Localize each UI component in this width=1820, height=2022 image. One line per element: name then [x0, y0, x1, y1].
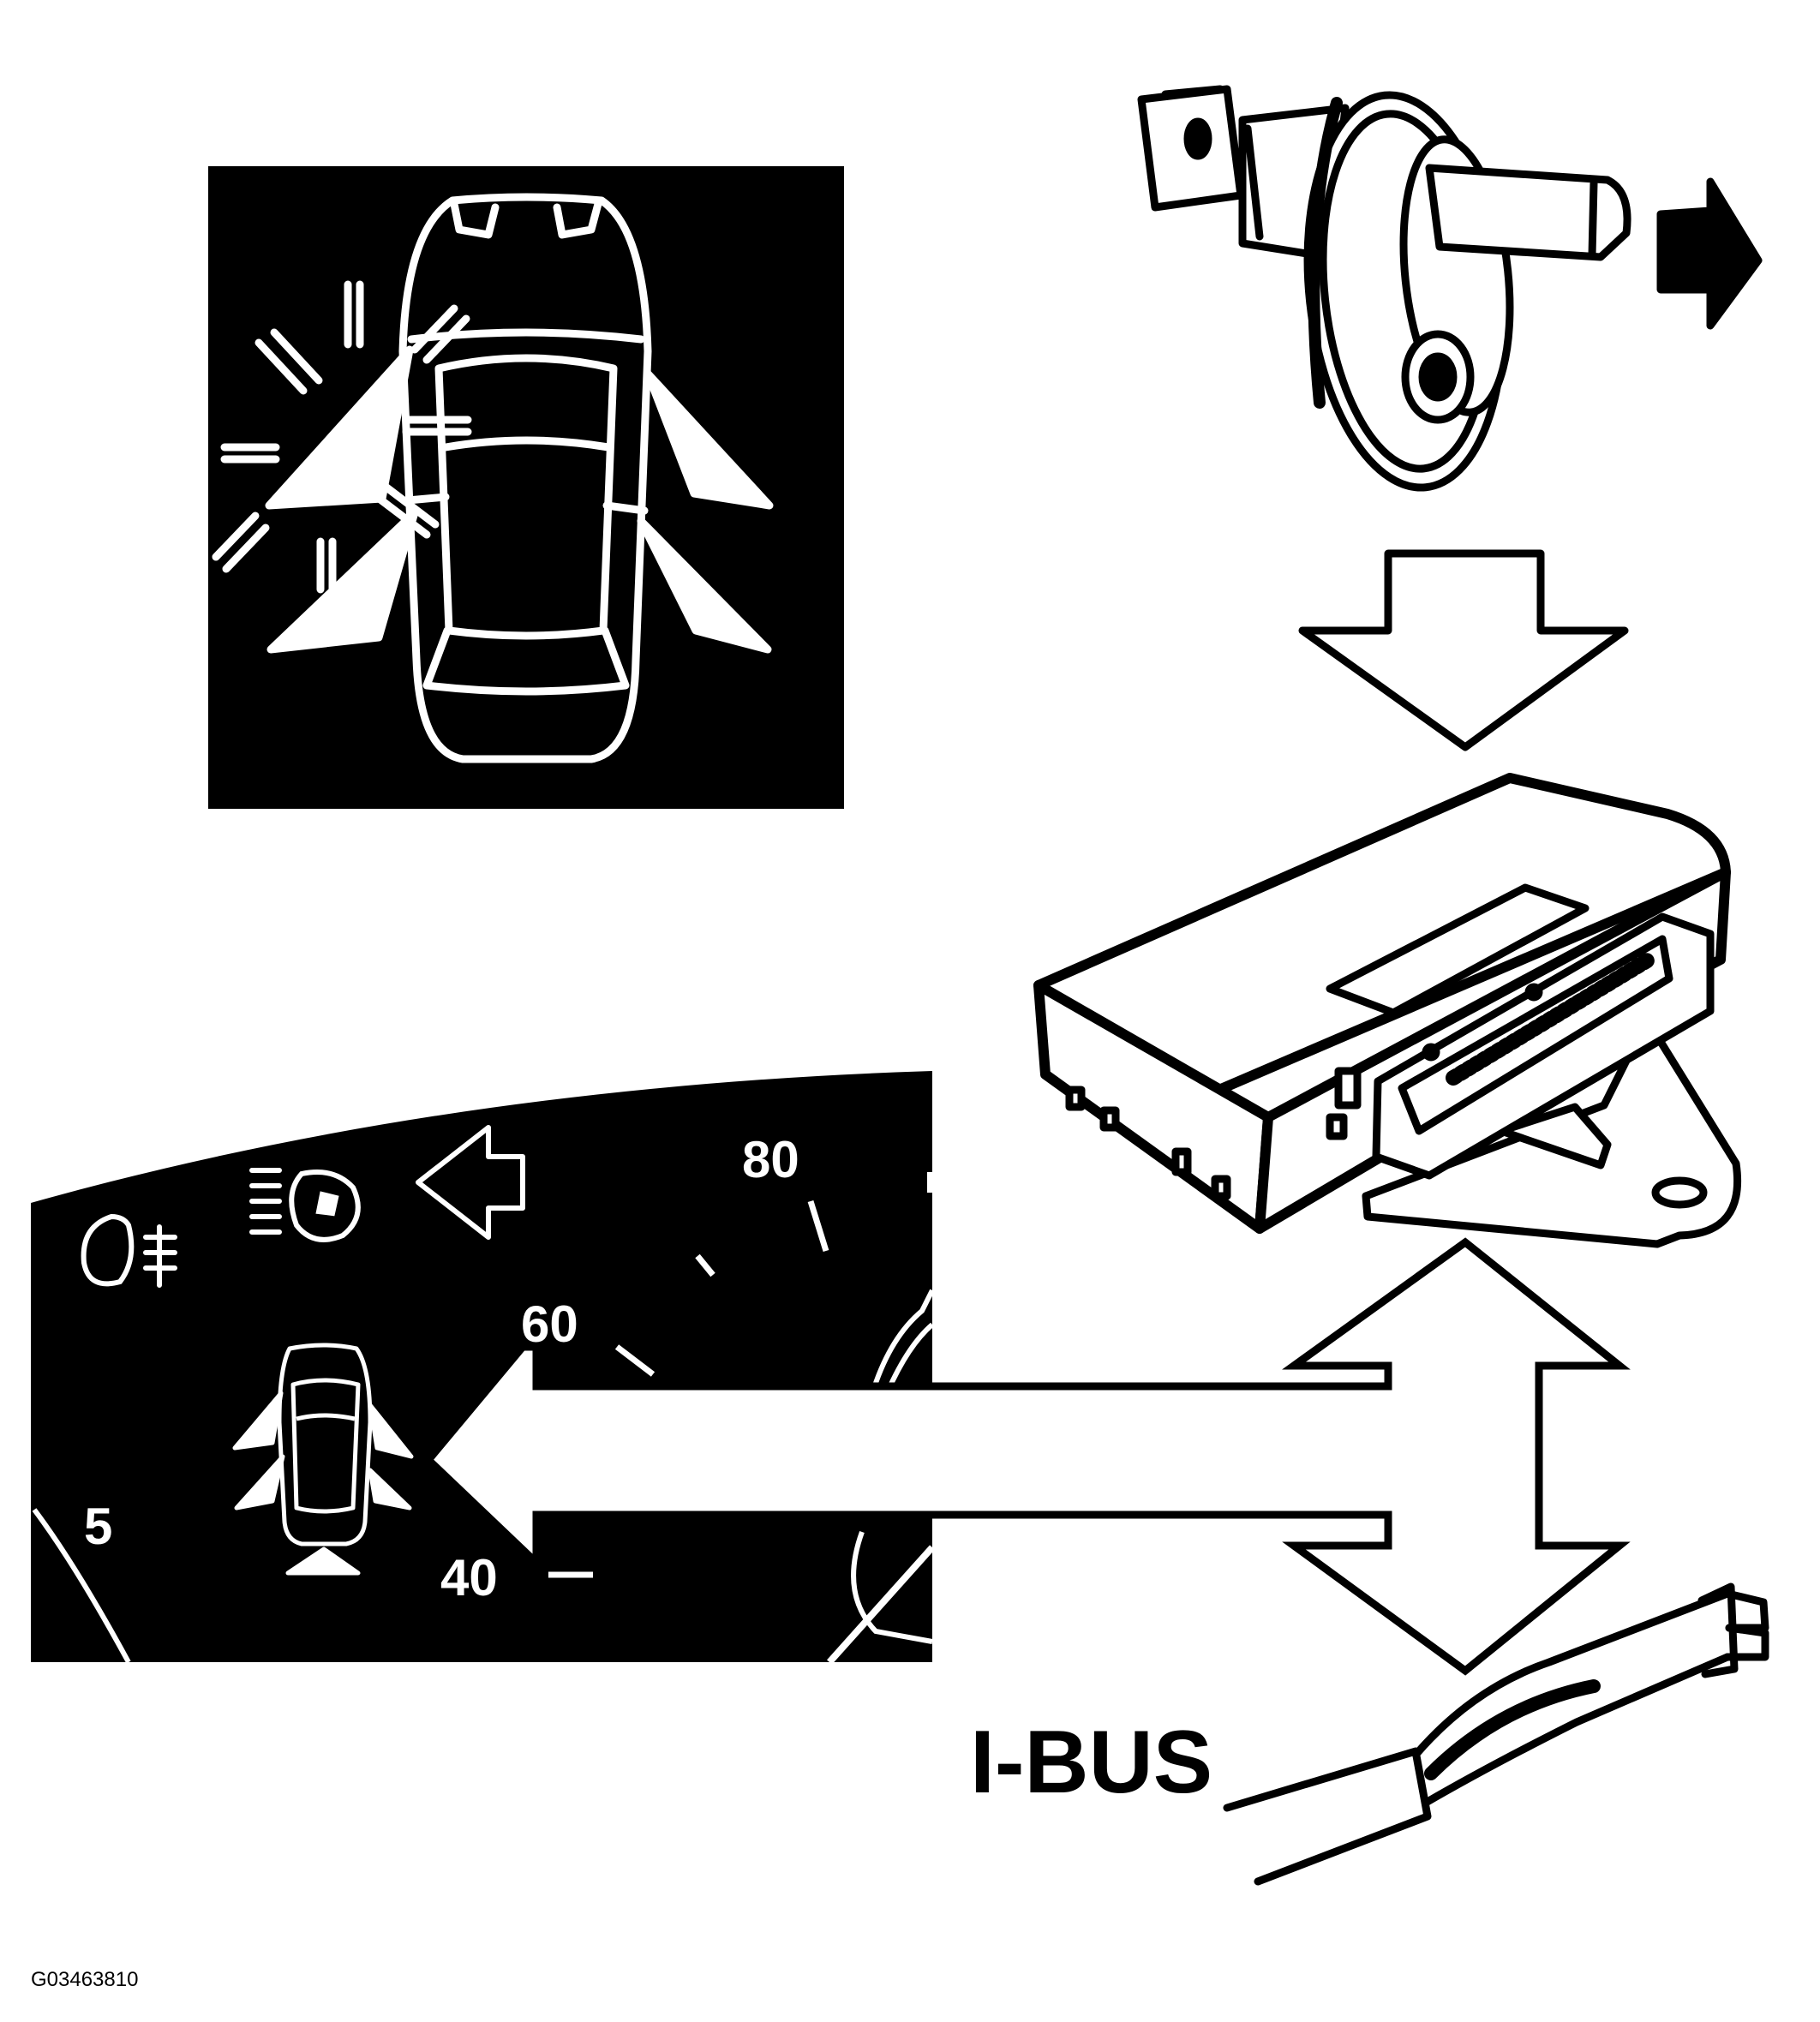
- bus-communication-arrow: [422, 1237, 1631, 1676]
- gauge-number-80: 80: [742, 1131, 799, 1188]
- i-bus-label: I-BUS: [970, 1713, 1212, 1812]
- cluster-door-open-icon: [232, 1343, 414, 1576]
- fog-light-icon: [81, 1213, 177, 1288]
- door-open-warning-icon: [212, 193, 774, 763]
- figure-id-label: G03463810: [31, 1968, 138, 1991]
- control-module-icon: [1033, 773, 1741, 1248]
- gauge-number-5: 5: [84, 1498, 112, 1555]
- door-warning-display-panel: [208, 166, 844, 809]
- door-contact-switch-icon: [1137, 85, 1763, 492]
- turn-signal-arrow-icon: [416, 1125, 525, 1240]
- signal-down-arrow: [1298, 549, 1629, 751]
- gauge-number-40: 40: [440, 1549, 498, 1606]
- headlight-icon: [249, 1168, 361, 1242]
- instrument-cluster-panel: 80 60 40 5: [31, 1071, 935, 1665]
- wiring-connector-icon: [1223, 1582, 1769, 1886]
